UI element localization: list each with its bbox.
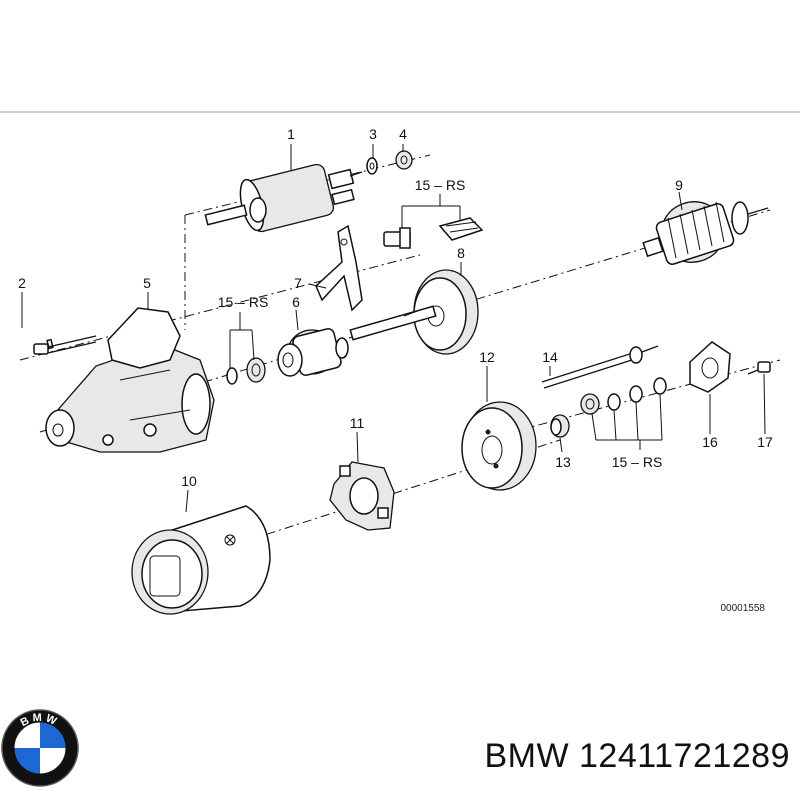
part-brush-kit — [383, 217, 484, 249]
label-2: 2 — [18, 275, 26, 291]
part-pinion-drive — [277, 328, 349, 377]
part-washer-3 — [366, 157, 378, 175]
label-5: 5 — [143, 275, 151, 291]
part-armature — [642, 201, 769, 265]
part-solenoid — [204, 163, 363, 233]
part-washers-15 — [580, 377, 667, 415]
part-fork-lever — [315, 224, 363, 312]
label-13: 13 — [555, 454, 571, 470]
label-9: 9 — [675, 177, 683, 193]
label-11: 11 — [350, 415, 365, 431]
part-number-title: BMW 12411721289 — [484, 737, 790, 775]
label-15-bottom: 15 – RS — [612, 454, 663, 470]
label-6: 6 — [292, 294, 300, 310]
part-field-frame — [131, 505, 271, 615]
label-15-top: 15 – RS — [415, 177, 466, 193]
label-12: 12 — [479, 349, 495, 365]
reference-number: 00001558 — [721, 603, 766, 614]
part-bearing-plate — [349, 269, 479, 355]
part-through-bolt — [541, 345, 659, 389]
bmw-logo-text: BMW — [19, 712, 61, 729]
part-bolt — [33, 335, 97, 355]
part-bushing — [550, 414, 570, 438]
label-15-mid: 15 – RS — [218, 294, 269, 310]
label-14: 14 — [542, 349, 558, 365]
label-3: 3 — [369, 126, 377, 142]
part-screw — [747, 361, 771, 375]
bmw-logo: BMW — [1, 709, 79, 787]
part-brush-holder — [329, 461, 395, 531]
leader-lines — [21, 144, 766, 513]
label-10: 10 — [181, 473, 197, 489]
label-16: 16 — [702, 434, 718, 450]
label-17: 17 — [757, 434, 773, 450]
part-nut-4 — [395, 150, 413, 170]
label-8: 8 — [457, 245, 465, 261]
label-7: 7 — [294, 275, 302, 291]
part-housing — [45, 307, 215, 453]
label-1: 1 — [287, 126, 295, 142]
part-rings-15 — [226, 357, 266, 385]
part-labels: 1 3 4 15 – RS 9 2 5 7 8 15 – RS 6 12 14 … — [18, 126, 773, 614]
part-end-cover — [461, 401, 537, 491]
label-4: 4 — [399, 126, 407, 142]
part-flange — [689, 341, 731, 393]
